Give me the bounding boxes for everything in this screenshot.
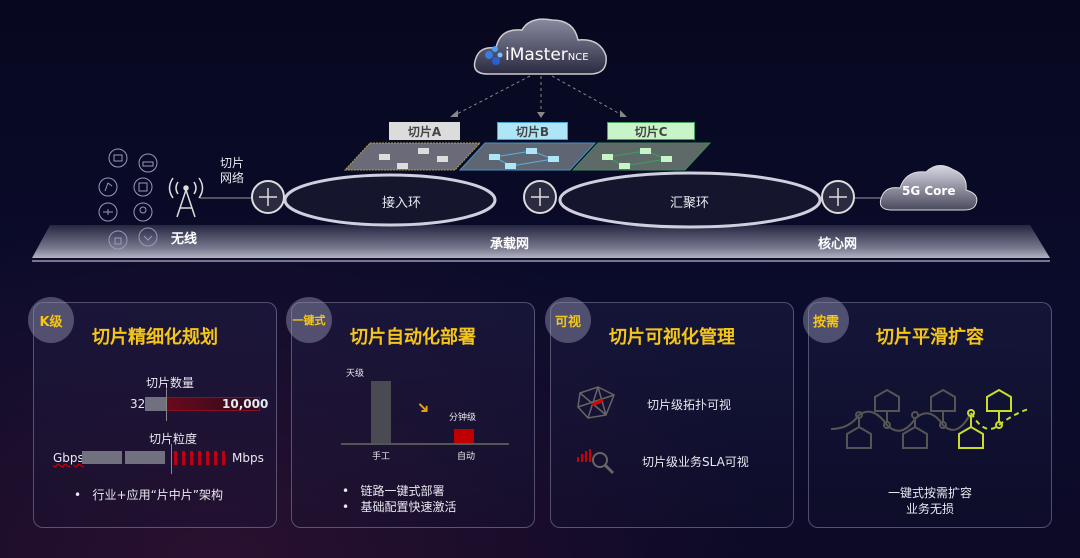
auto-label: 自动 bbox=[457, 452, 476, 462]
platform bbox=[32, 225, 1050, 258]
controller-title: iMaster bbox=[505, 45, 568, 65]
network-diagram bbox=[32, 18, 1050, 262]
topology-icon bbox=[577, 386, 615, 419]
gran-bar bbox=[82, 451, 122, 464]
wireless-tower-icon bbox=[168, 177, 204, 218]
access-ring-label: 接入环 bbox=[382, 196, 422, 211]
gran-bar bbox=[125, 451, 165, 464]
slice-network-label: 切片网络 bbox=[220, 156, 244, 186]
granularity-label: 切片粒度 bbox=[149, 432, 198, 446]
slice-c-label: 切片C bbox=[607, 122, 695, 140]
arrow-down-right-icon: ➜ bbox=[412, 396, 436, 419]
gran-red-dashes bbox=[174, 451, 230, 465]
slice-b-label: 切片B bbox=[497, 122, 568, 140]
auto-bar bbox=[454, 429, 474, 443]
card-title: 切片自动化部署 bbox=[350, 327, 476, 348]
card-visibility: 可视 切片可视化管理 切片级拓扑可视 切片级业务SLA可视 bbox=[545, 297, 794, 528]
expansion-houses-icon bbox=[830, 389, 1030, 449]
visibility-item: 切片级拓扑可视 bbox=[647, 398, 732, 412]
visibility-item: 切片级业务SLA可视 bbox=[642, 455, 749, 469]
imaster-logo-icon bbox=[485, 46, 503, 65]
manual-bar bbox=[371, 381, 391, 443]
bullet-text: 行业+应用“片中片”架构 bbox=[92, 488, 224, 502]
imaster-cloud-icon bbox=[473, 18, 607, 75]
divider bbox=[166, 389, 167, 421]
card-badge: 一键式 bbox=[286, 297, 332, 343]
bullet-text: 链路一键式部署 bbox=[360, 484, 445, 498]
card-title: 切片精细化规划 bbox=[92, 327, 218, 348]
bullet-item: • 行业+应用“片中片”架构 bbox=[74, 488, 224, 502]
core-label: 5G Core bbox=[902, 184, 956, 198]
manual-time: 天级 bbox=[346, 369, 365, 379]
card-badge: K级 bbox=[28, 297, 74, 343]
slice-network-line1: 切片 bbox=[220, 156, 245, 170]
slice-plane-c bbox=[571, 142, 712, 171]
card-badge: 按需 bbox=[803, 297, 849, 343]
card-deployment: 一键式 切片自动化部署 天级 手工 ➜ 分钟级 自动 • 链路一键式部署• 基础… bbox=[286, 297, 535, 528]
wireless-label: 无线 bbox=[171, 232, 198, 247]
card-title: 切片可视化管理 bbox=[609, 327, 735, 348]
slice-a-label: 切片A bbox=[389, 122, 460, 140]
expansion-text: 一键式按需扩容业务无损 bbox=[809, 485, 1051, 517]
auto-time: 分钟级 bbox=[449, 413, 477, 423]
slice-plane-b bbox=[458, 142, 597, 171]
card-expansion: 按需 切片平滑扩容 一键式按需扩容业务无损 bbox=[803, 297, 1052, 528]
controller-suffix: NCE bbox=[567, 52, 589, 63]
bearer-network-label: 承载网 bbox=[490, 237, 530, 252]
gran-from: Gbps bbox=[53, 451, 84, 465]
manual-label: 手工 bbox=[372, 452, 391, 462]
divider bbox=[171, 444, 172, 474]
count-bar-gray bbox=[145, 397, 166, 411]
count-from: 32 bbox=[130, 397, 146, 411]
expansion-line: 业务无损 bbox=[905, 502, 954, 516]
count-label: 切片数量 bbox=[146, 376, 195, 390]
bullet-list: • 链路一键式部署• 基础配置快速激活 bbox=[342, 484, 457, 514]
aggregation-ring bbox=[558, 171, 822, 229]
expansion-line: 一键式按需扩容 bbox=[887, 486, 972, 500]
card-planning: K级 切片精细化规划 切片数量 32 10,000 切片粒度 Gbps Mbps… bbox=[28, 297, 277, 528]
control-arrows bbox=[454, 75, 623, 116]
sla-search-icon bbox=[577, 449, 615, 475]
bullet-text: 基础配置快速激活 bbox=[360, 500, 457, 514]
card-title: 切片平滑扩容 bbox=[876, 327, 984, 348]
chart-baseline bbox=[341, 443, 509, 445]
slice-network-line2: 网络 bbox=[220, 171, 245, 185]
core-cloud-icon bbox=[879, 165, 978, 211]
card-badge: 可视 bbox=[545, 297, 591, 343]
aggregation-ring-label: 汇聚环 bbox=[670, 196, 710, 211]
count-to: 10,000 bbox=[222, 397, 269, 411]
gran-to: Mbps bbox=[232, 451, 264, 465]
controller-name: iMasterNCE bbox=[505, 45, 589, 65]
access-ring bbox=[283, 173, 497, 227]
slice-plane-a bbox=[343, 142, 482, 171]
core-network-label: 核心网 bbox=[818, 237, 858, 252]
device-icons bbox=[98, 148, 158, 250]
